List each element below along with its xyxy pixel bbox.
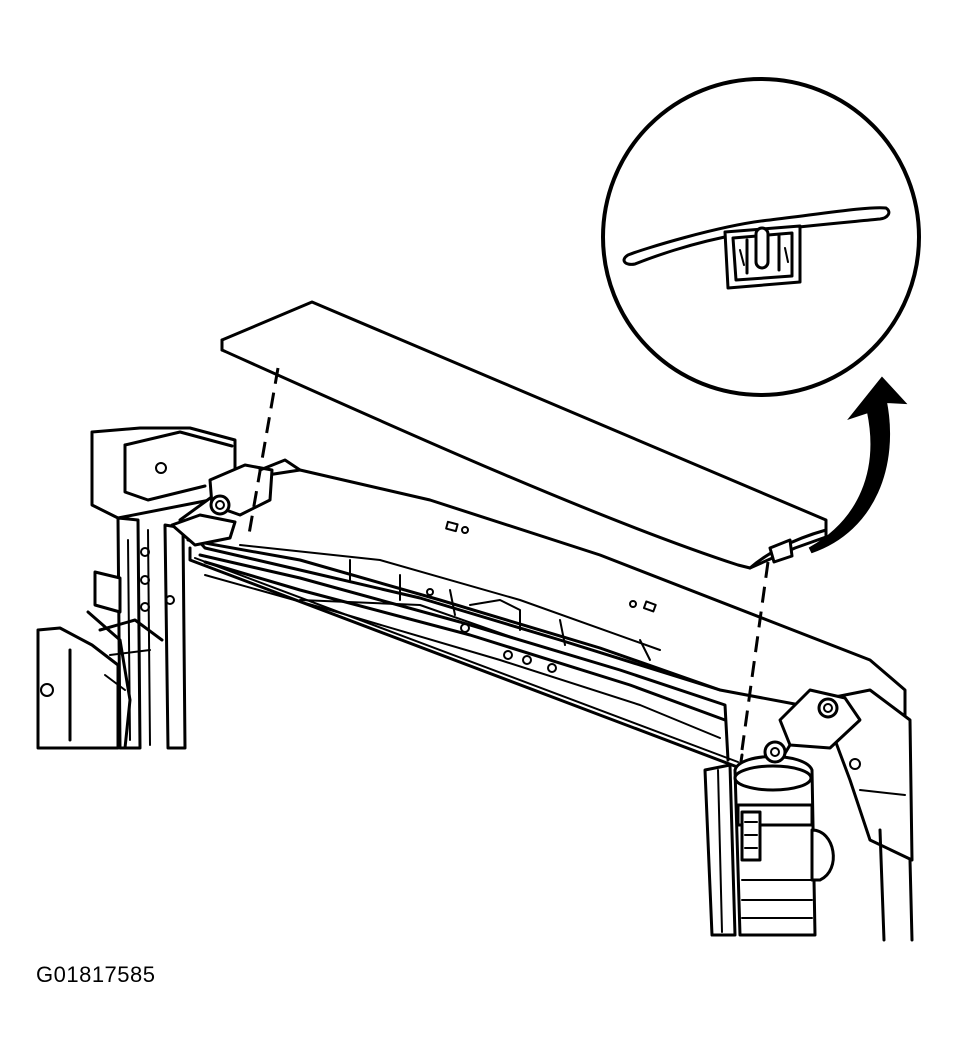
locator-lines (246, 367, 770, 751)
radiator-support-upper-tie-bar (178, 468, 907, 770)
curved-arrow-icon (808, 376, 908, 554)
figure-code-label: G01817585 (36, 962, 156, 987)
left-mount-bracket (170, 458, 302, 547)
left-body-structure (36, 426, 237, 750)
air-deflector-panel (220, 300, 828, 570)
clip-detail-view (601, 77, 921, 397)
right-body-structure (703, 688, 914, 942)
